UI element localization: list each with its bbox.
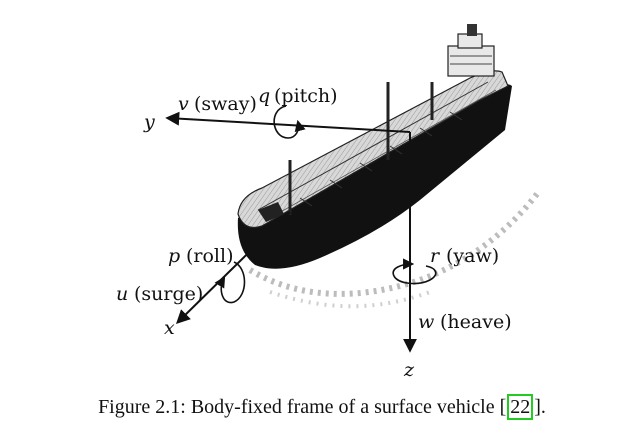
figure-caption: Figure 2.1: Body-fixed frame of a surfac… bbox=[0, 394, 644, 420]
heave-symbol: w bbox=[418, 311, 434, 333]
pitch-arc bbox=[273, 105, 306, 139]
roll-symbol: p bbox=[168, 245, 180, 267]
caption-text: Figure 2.1: Body-fixed frame of a surfac… bbox=[98, 396, 507, 418]
superstructure bbox=[447, 24, 495, 77]
surge-text: (surge) bbox=[134, 283, 203, 305]
yaw-symbol: r bbox=[430, 245, 441, 267]
roll-arc bbox=[214, 261, 246, 304]
ship-diagram: y v (sway) q (pitch) p (roll) u (surge) … bbox=[116, 24, 543, 381]
pitch-text: (pitch) bbox=[274, 85, 338, 107]
x-axis-arrow bbox=[176, 211, 291, 324]
sway-symbol: v bbox=[178, 93, 189, 115]
heave-text: (heave) bbox=[440, 311, 512, 333]
y-axis-arrow bbox=[165, 111, 411, 133]
axes bbox=[165, 111, 417, 353]
rotation-arcs bbox=[214, 105, 437, 304]
ship-illustration bbox=[237, 24, 513, 269]
caption-suffix: ]. bbox=[534, 396, 546, 418]
labels: y v (sway) q (pitch) p (roll) u (surge) … bbox=[116, 85, 512, 381]
yaw-arc bbox=[392, 258, 437, 285]
sway-text: (sway) bbox=[194, 93, 257, 115]
roll-text: (roll) bbox=[186, 245, 234, 267]
water-wake bbox=[248, 188, 543, 309]
pitch-symbol: q bbox=[258, 85, 270, 107]
x-axis-label: x bbox=[164, 317, 175, 339]
yaw-text: (yaw) bbox=[446, 245, 499, 267]
surge-symbol: u bbox=[116, 283, 128, 305]
z-axis-label: z bbox=[403, 359, 415, 381]
citation-link[interactable]: 22 bbox=[507, 394, 534, 420]
y-axis-label: y bbox=[143, 111, 155, 133]
